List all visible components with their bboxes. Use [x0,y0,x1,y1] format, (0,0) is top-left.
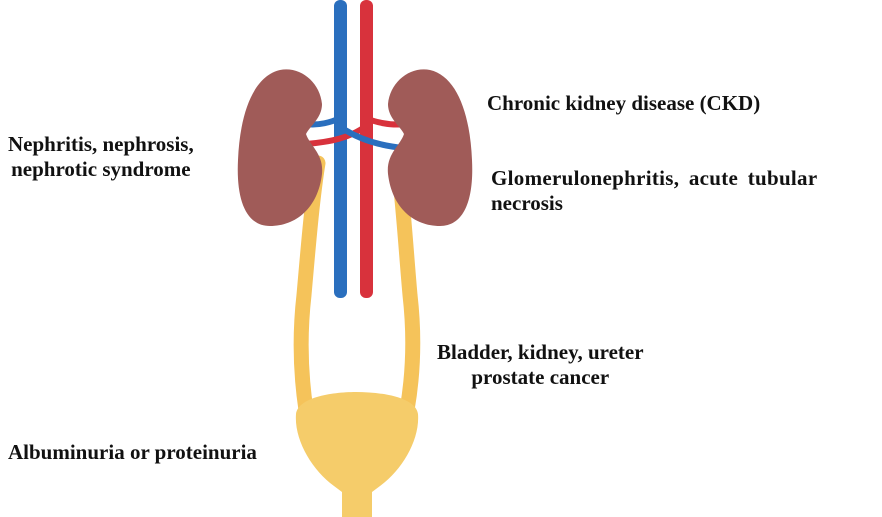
nephritis-label-line-2: nephrotic syndrome [8,157,194,182]
albuminuria-label: Albuminuria or proteinuria [8,440,257,465]
glomerulonephritis-label-line-1: Glomerulonephritis, acute tubular [491,166,817,191]
vena-cava [334,0,347,298]
bladder [296,392,418,517]
left-kidney [238,69,322,226]
glomerulonephritis-label-line-2: necrosis [491,191,817,216]
nephritis-label: Nephritis, nephrosis, nephrotic syndrome [8,132,194,182]
cancer-label-line-2: prostate cancer [437,365,644,390]
glomerulonephritis-label: Glomerulonephritis, acute tubular necros… [491,166,817,216]
cancer-label: Bladder, kidney, ureter prostate cancer [437,340,644,390]
nephritis-label-line-1: Nephritis, nephrosis, [8,132,194,157]
right-kidney [388,69,472,226]
ckd-label: Chronic kidney disease (CKD) [487,91,760,116]
cancer-label-line-1: Bladder, kidney, ureter [437,340,644,365]
aorta [360,0,373,298]
